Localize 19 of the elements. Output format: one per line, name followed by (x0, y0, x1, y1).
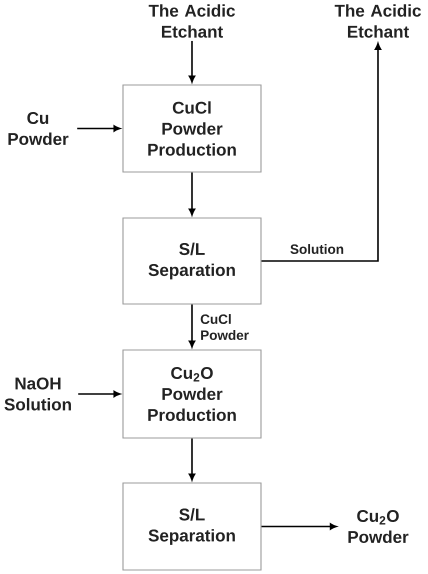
arrow (188, 172, 196, 216)
material-label: The Acidic Etchant (148, 4, 235, 38)
material-label: NaOH Solution (4, 377, 71, 411)
process-box: CuCl Powder Production (122, 84, 262, 173)
arrow (78, 390, 120, 398)
arrow (77, 125, 120, 132)
process-box: S/L Separation (122, 482, 262, 571)
material-label: Cu$_{2}$O Powder (348, 510, 408, 544)
process-box: S/L Separation (122, 217, 262, 305)
material-label: Cu Powder (8, 112, 68, 146)
material-label: The Acidic Etchant (334, 4, 421, 38)
edge-label: Solution (290, 244, 344, 254)
process-box: Cu$_{2}$O Powder Production (122, 349, 262, 439)
edge-label: CuCl Powder (200, 314, 249, 340)
arrow (188, 438, 196, 480)
arrow (262, 523, 337, 530)
arrow (262, 42, 382, 262)
arrow (188, 304, 196, 348)
arrow (188, 40, 196, 82)
